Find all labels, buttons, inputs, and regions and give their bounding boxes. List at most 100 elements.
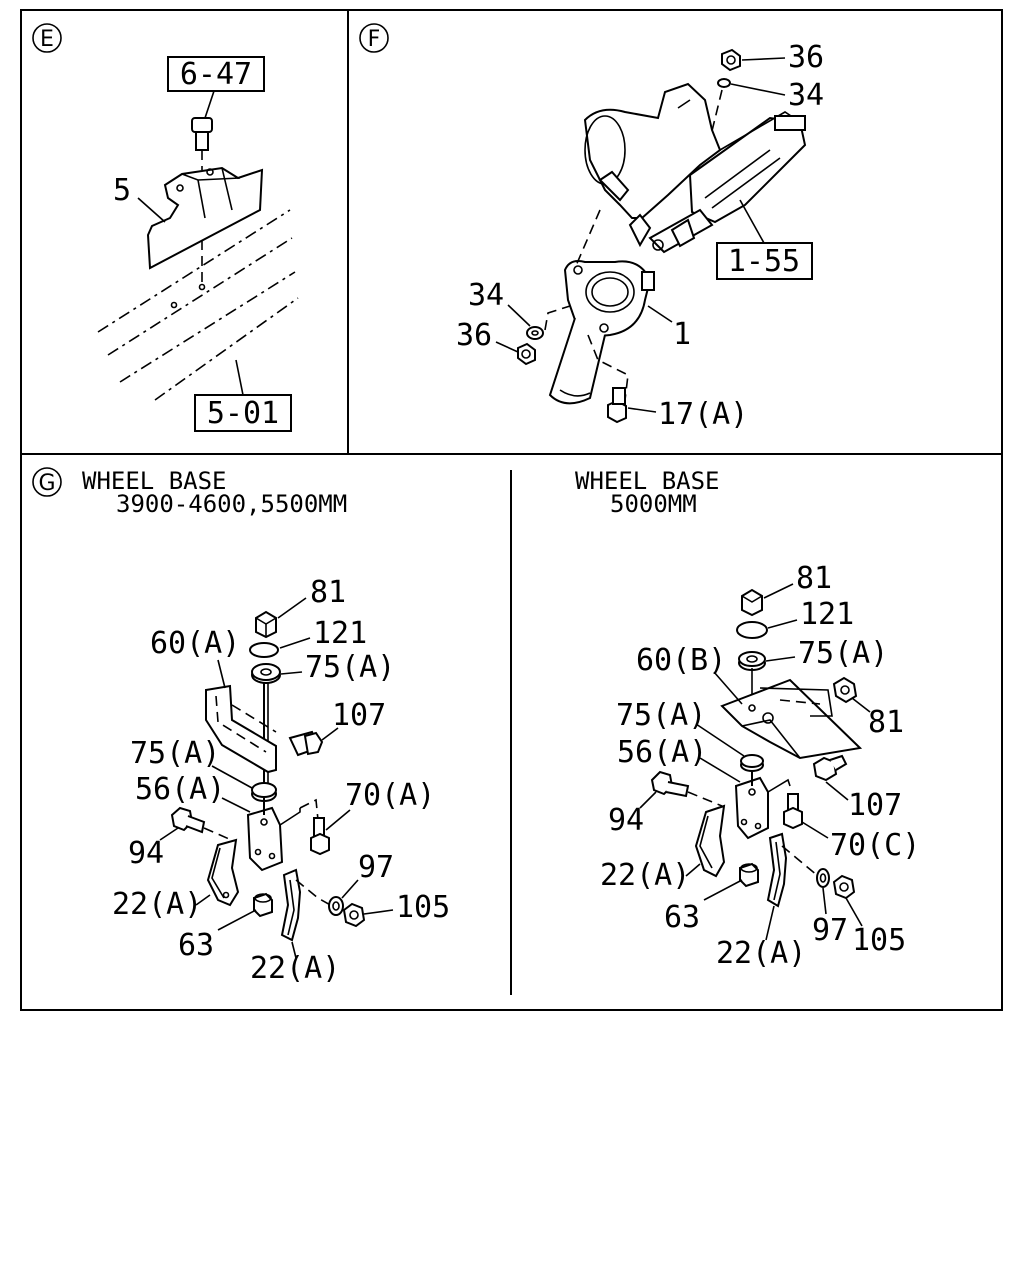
part-label: 22(A) bbox=[716, 936, 806, 971]
clamp-part bbox=[280, 868, 302, 942]
leader-line bbox=[195, 894, 211, 906]
leader-line bbox=[137, 197, 166, 223]
nut-part bbox=[741, 588, 763, 617]
leader-line bbox=[291, 941, 297, 959]
washer-part bbox=[816, 868, 830, 888]
nut-part bbox=[342, 902, 366, 928]
panel-marker-e: E bbox=[40, 27, 54, 52]
leader-line bbox=[235, 359, 244, 396]
washer-part bbox=[526, 326, 544, 340]
frame-rail bbox=[97, 209, 299, 401]
leader-line bbox=[507, 304, 531, 327]
leader-line bbox=[765, 905, 775, 941]
leader-line bbox=[321, 727, 339, 741]
panel-f: F 36 34 bbox=[359, 23, 824, 432]
heading-line: WHEEL BASE bbox=[575, 467, 720, 495]
leader-line bbox=[822, 887, 827, 915]
bolt-part bbox=[650, 770, 690, 798]
exhaust-brake-unit bbox=[648, 111, 807, 254]
leader-line bbox=[280, 671, 303, 675]
hanger-part bbox=[734, 770, 791, 840]
part-label: 97 bbox=[812, 913, 848, 948]
part-label: 70(C) bbox=[830, 828, 920, 863]
leader-line bbox=[825, 781, 849, 801]
part-label: 70(A) bbox=[345, 778, 435, 813]
part-label: 81 bbox=[868, 705, 904, 740]
washer-part bbox=[717, 78, 731, 88]
washer-part bbox=[736, 621, 768, 639]
part-label: 94 bbox=[128, 836, 164, 871]
bolt-part bbox=[310, 817, 330, 856]
part-label: 34 bbox=[788, 78, 824, 113]
leader-line bbox=[159, 827, 179, 841]
bolt-part bbox=[288, 730, 324, 757]
leader-line bbox=[574, 209, 601, 269]
panel-marker-g: G bbox=[38, 471, 55, 496]
leader-line bbox=[703, 879, 743, 901]
leader-line bbox=[741, 57, 786, 61]
leader-line bbox=[295, 879, 333, 907]
part-label: 94 bbox=[608, 803, 644, 838]
panel-g-left: G WHEEL BASE 3900-4600,5500MM 81 121 75(… bbox=[32, 467, 450, 986]
part-label: 107 bbox=[332, 698, 386, 733]
part-label: 105 bbox=[396, 890, 450, 925]
leader-line bbox=[341, 879, 359, 899]
leader-line bbox=[279, 637, 311, 649]
bushing-part bbox=[738, 651, 766, 671]
leader-line bbox=[687, 791, 723, 807]
part-label: 22(A) bbox=[112, 887, 202, 922]
leader-line bbox=[765, 656, 796, 662]
clamp-part bbox=[766, 832, 788, 908]
bracket-part bbox=[205, 684, 277, 774]
leader-line bbox=[544, 305, 571, 331]
bolt-part bbox=[812, 754, 848, 782]
heading-line: 5000MM bbox=[610, 490, 697, 518]
washer-part bbox=[249, 642, 279, 658]
part-label: 75(A) bbox=[130, 736, 220, 771]
leader-line bbox=[221, 797, 251, 813]
collar-part bbox=[739, 862, 759, 888]
nut-part bbox=[832, 676, 858, 704]
part-label: 17(A) bbox=[658, 397, 748, 432]
panel-g-right: WHEEL BASE 5000MM 81 121 75(A) bbox=[575, 467, 920, 971]
heading-line: WHEEL BASE bbox=[82, 467, 227, 495]
part-label: 75(A) bbox=[616, 698, 706, 733]
ref-box bbox=[716, 242, 813, 280]
leader-line bbox=[695, 723, 745, 757]
ref-box-label: 6-47 bbox=[180, 57, 252, 92]
leader-line bbox=[781, 845, 819, 877]
part-label: 105 bbox=[852, 923, 906, 958]
leader-line bbox=[767, 619, 798, 629]
bolt-part bbox=[783, 793, 803, 830]
plate-bracket-part bbox=[720, 678, 863, 760]
part-label: 60(A) bbox=[150, 626, 240, 661]
leader-line bbox=[211, 765, 253, 789]
exhaust-manifold bbox=[583, 82, 722, 248]
leader-line bbox=[713, 671, 743, 705]
bolt-part bbox=[191, 117, 213, 170]
leader-line bbox=[217, 659, 226, 689]
leader-line bbox=[685, 863, 701, 877]
panel-e: E 6-47 5 bbox=[32, 23, 299, 432]
bracket-part bbox=[146, 166, 264, 270]
nut-part bbox=[255, 610, 277, 639]
part-label: 36 bbox=[456, 318, 492, 353]
part-label: 5 bbox=[113, 173, 131, 208]
part-label: 60(B) bbox=[636, 643, 726, 678]
part-label: 97 bbox=[358, 850, 394, 885]
bushing-part bbox=[740, 754, 764, 772]
bushing-part bbox=[251, 782, 277, 802]
leader-line bbox=[699, 757, 741, 783]
nut-part bbox=[721, 48, 741, 72]
leader-line bbox=[495, 341, 519, 353]
leader-line bbox=[851, 697, 871, 713]
heading-line: 3900-4600,5500MM bbox=[116, 490, 347, 518]
leader-line bbox=[639, 791, 657, 809]
part-label: 75(A) bbox=[798, 636, 888, 671]
leader-line bbox=[627, 407, 657, 413]
part-label: 1 bbox=[673, 317, 691, 352]
leader-line bbox=[587, 334, 629, 401]
collar-part bbox=[253, 892, 273, 918]
leader-line bbox=[325, 809, 351, 831]
